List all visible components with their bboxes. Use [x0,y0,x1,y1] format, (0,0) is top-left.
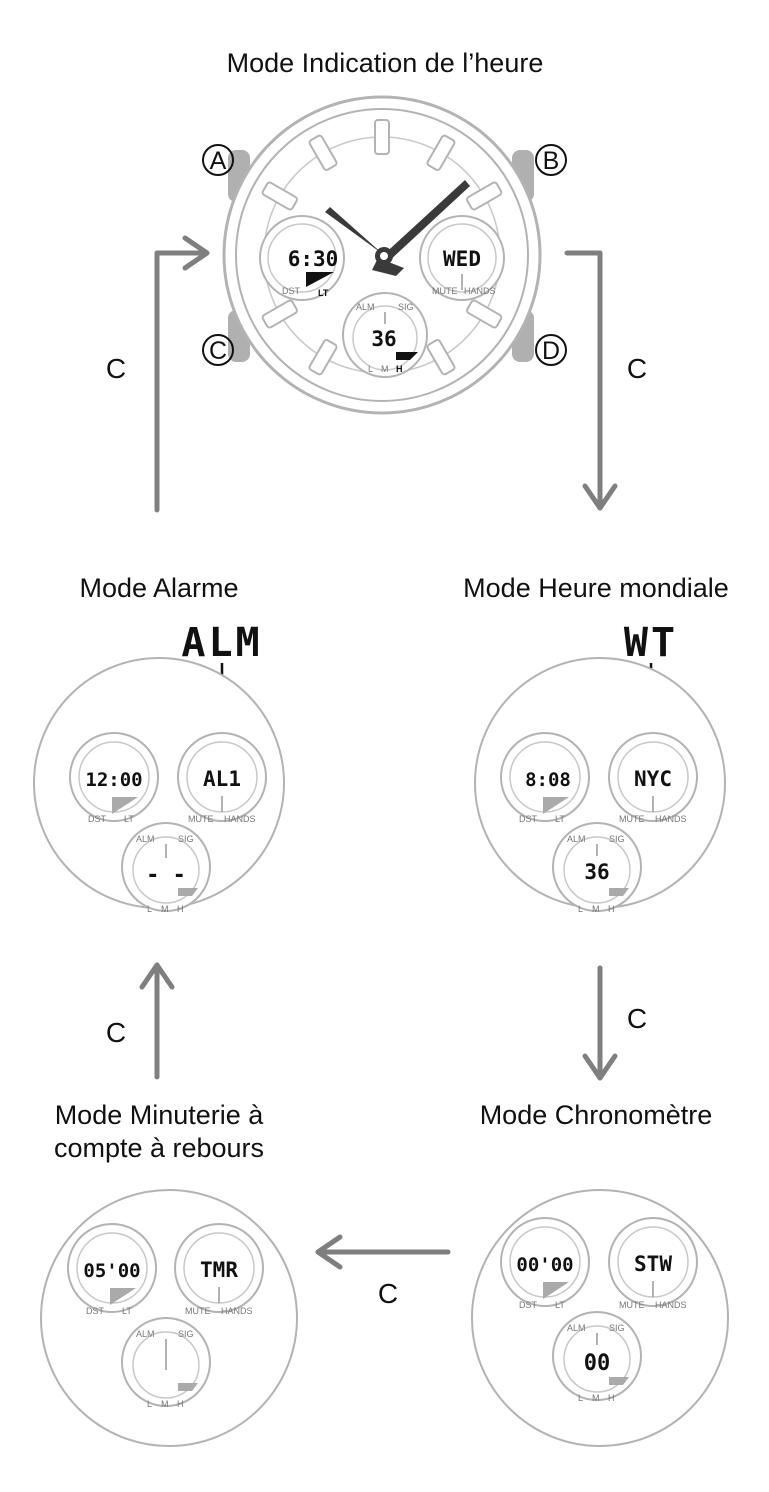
svg-text:HANDS: HANDS [221,1306,253,1316]
stopwatch-mode-title: Mode Chronomètre [480,1100,713,1130]
svg-text:SIG: SIG [178,1329,194,1339]
svg-text:LT: LT [124,814,134,824]
button-d-label: D [542,337,560,365]
svg-text:M: M [381,364,389,374]
worldtime-bottom-display: 36 [584,860,609,884]
svg-text:H: H [608,1393,615,1403]
hour-markers [261,119,503,376]
svg-text:ALM: ALM [567,834,586,844]
lt-label: LT [318,288,329,298]
svg-text:HANDS: HANDS [655,1300,687,1310]
svg-text:MUTE: MUTE [619,814,645,824]
svg-text:DST: DST [519,814,538,824]
svg-text:LT: LT [122,1306,132,1316]
button-a-label: A [210,147,227,175]
stopwatch-dial: 00'00 DST LT STW MUTE HANDS ALM SIG 00 L… [471,1189,729,1447]
svg-text:HANDS: HANDS [655,814,687,824]
svg-text:LT: LT [555,1300,565,1310]
arrow-timekeeping-to-worldtime [564,250,603,511]
svg-text:L: L [147,904,152,914]
timer-mode-title-line2: compte à rebours [54,1133,264,1163]
dial-ring [235,108,529,402]
alarm-dial: 12:00 DST LT AL1 MUTE HANDS ALM SIG - - … [33,657,285,914]
worldtime-mode-title: Mode Heure mondiale [463,573,729,603]
svg-text:M: M [161,904,169,914]
alarm-mode-tag: ALM [181,620,262,666]
timekeeping-mode-title: Mode Indication de l’heure [227,48,544,78]
timer-mode-title-line1: Mode Minuterie à [55,1100,265,1130]
stopwatch-left-display: 00'00 [516,1254,573,1276]
button-b-label: B [543,147,560,175]
svg-text:MUTE: MUTE [619,1300,645,1310]
alarm-left-display: 12:00 [85,769,142,791]
svg-text:ALM: ALM [567,1323,586,1333]
svg-text:M: M [161,1399,169,1409]
worldtime-mode-tag: WT [624,620,678,666]
hour-hand [325,207,384,255]
timekeeping-left-display: 6:30 [288,247,339,271]
arrow-alarm-to-timekeeping [154,250,208,513]
stopwatch-right-display: STW [634,1252,672,1276]
timer-dial: 05'00 DST LT TMR MUTE HANDS ALM SIG L M … [40,1189,298,1447]
svg-text:MUTE: MUTE [188,814,214,824]
worldtime-left-display: 8:08 [525,769,571,791]
svg-text:SIG: SIG [609,834,625,844]
svg-text:DST: DST [519,1300,538,1310]
svg-text:ALM: ALM [136,1329,155,1339]
worldtime-right-display: NYC [634,767,672,791]
timer-right-display: TMR [200,1258,238,1282]
dst-label: DST [282,286,301,296]
svg-text:H: H [177,904,184,914]
svg-text:DST: DST [88,814,107,824]
transition-label-c-2: C [627,353,647,384]
hands-label: HANDS [464,286,496,296]
mute-label: MUTE [432,286,458,296]
alarm-bottom-display: - - [146,863,186,888]
svg-text:MUTE: MUTE [185,1306,211,1316]
minute-hand [380,180,470,262]
timekeeping-watch: 6:30 DST LT WED MUTE HANDS ALM SIG 36 L … [222,95,542,415]
transition-label-c-3: C [627,1003,647,1034]
timekeeping-right-display: WED [443,247,481,271]
transition-arrows [139,235,618,1270]
transition-label-c-4: C [106,1017,126,1048]
svg-text:M: M [592,904,600,914]
alm-label: ALM [356,302,375,312]
button-c-label: C [209,337,227,365]
svg-text:L: L [368,364,373,374]
svg-text:H: H [608,904,615,914]
svg-text:SIG: SIG [609,1323,625,1333]
alarm-right-display: AL1 [203,767,241,791]
svg-text:ALM: ALM [136,834,155,844]
svg-text:L: L [578,904,583,914]
svg-text:L: L [147,1399,152,1409]
sig-label: SIG [398,302,414,312]
timekeeping-bottom-display: 36 [371,327,396,351]
worldtime-dial: 8:08 DST LT NYC MUTE HANDS ALM SIG 36 L … [474,657,726,914]
svg-text:H: H [177,1399,184,1409]
button-labels: A B C D [202,144,567,366]
svg-text:H: H [396,364,403,374]
alarm-mode-title: Mode Alarme [79,573,238,603]
svg-text:DST: DST [86,1306,105,1316]
transition-label-c-5: C [378,1278,398,1309]
svg-text:SIG: SIG [178,834,194,844]
stopwatch-bottom-display: 00 [584,1351,611,1376]
svg-text:HANDS: HANDS [224,814,256,824]
timer-left-display: 05'00 [83,1260,140,1282]
transition-label-c-1: C [106,353,126,384]
svg-text:M: M [592,1393,600,1403]
svg-text:LT: LT [555,814,565,824]
svg-text:L: L [578,1393,583,1403]
